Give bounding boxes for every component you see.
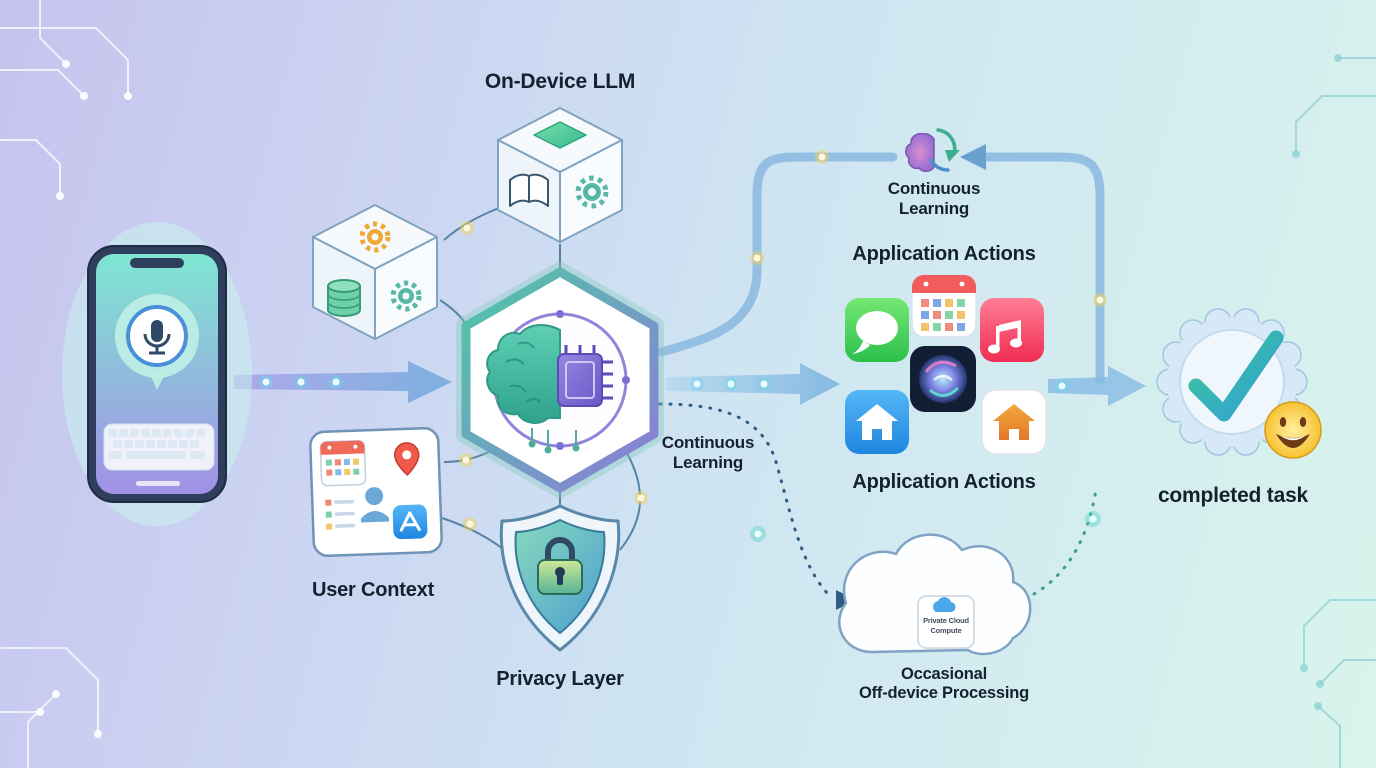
label-offdevice-line2: Off-device Processing [858, 683, 1030, 702]
privacy-shield-icon [499, 504, 621, 652]
checklist-icon [325, 499, 356, 530]
arrow-llm-to-apps [666, 363, 840, 405]
label-completed-task: completed task [1157, 484, 1309, 507]
gear-icon [575, 175, 609, 209]
label-private-cloud-box: Private Cloud Compute [923, 616, 969, 635]
location-pin-icon [393, 442, 420, 476]
siri-app-icon [910, 346, 976, 412]
continuous-learning-icon [905, 128, 960, 172]
smartphone [62, 222, 252, 526]
checkmark-icon [1188, 330, 1284, 422]
label-offdevice-processing: Occasional Off-device Processing [836, 665, 1052, 703]
label-user-context: User Context [311, 579, 435, 601]
dotted-path-llm-to-cloud [658, 402, 832, 598]
arrow-apps-to-completed [1048, 366, 1146, 406]
circuit-decoration-right [1292, 54, 1376, 768]
llm-hexagon [456, 262, 664, 498]
microphone-icon [115, 294, 199, 390]
dotted-path-cloud-to-loop [1032, 488, 1098, 596]
label-on-device-llm: On-Device LLM [484, 70, 636, 93]
user-context-panel [309, 427, 443, 557]
application-actions-grid [845, 274, 1047, 455]
smiley-icon [1264, 401, 1322, 459]
label-continuous-learning-mid: Continuous Learning [661, 433, 755, 472]
label-privacy-layer: Privacy Layer [496, 668, 624, 690]
lock-icon [537, 537, 583, 595]
calendar-app-icon [911, 274, 977, 338]
data-cube-icon [312, 204, 438, 340]
gear-icon [390, 280, 422, 312]
messages-app-icon [845, 298, 909, 362]
green-tile-icon [533, 121, 587, 149]
database-icon [327, 279, 361, 317]
label-offdevice-line1: Occasional [900, 665, 988, 683]
home-app-icon [845, 390, 909, 454]
private-cloud-box [917, 595, 975, 649]
circuit-decoration-top-left [0, 0, 132, 200]
cloud-icon [838, 533, 1032, 656]
circuit-decoration-bottom-left [0, 647, 102, 768]
calendar-icon [319, 439, 367, 487]
app-store-icon [392, 504, 428, 540]
brain-chip-icon [486, 324, 613, 454]
phone-home-bar [136, 481, 180, 486]
arrow-phone-to-llm [234, 361, 452, 403]
music-app-icon [980, 298, 1044, 362]
person-icon [360, 487, 390, 523]
label-continuous-learning-top: Continuous Learning [887, 179, 981, 218]
label-application-actions-bottom: Application Actions [852, 471, 1036, 493]
label-application-actions-top: Application Actions [852, 243, 1036, 265]
feedback-loop-path [657, 152, 1105, 385]
gear-icon [359, 221, 391, 253]
phone-notch [130, 258, 184, 268]
glow-dots [259, 150, 1107, 542]
book-icon [509, 173, 549, 207]
feedback-loop-arrowhead [960, 144, 986, 170]
completed-badge-icon [1156, 308, 1322, 459]
keyboard-icon [103, 423, 215, 471]
smart-home-app-icon [981, 389, 1047, 455]
knowledge-cube-icon [497, 107, 623, 243]
mini-cloud-icon [933, 597, 956, 613]
